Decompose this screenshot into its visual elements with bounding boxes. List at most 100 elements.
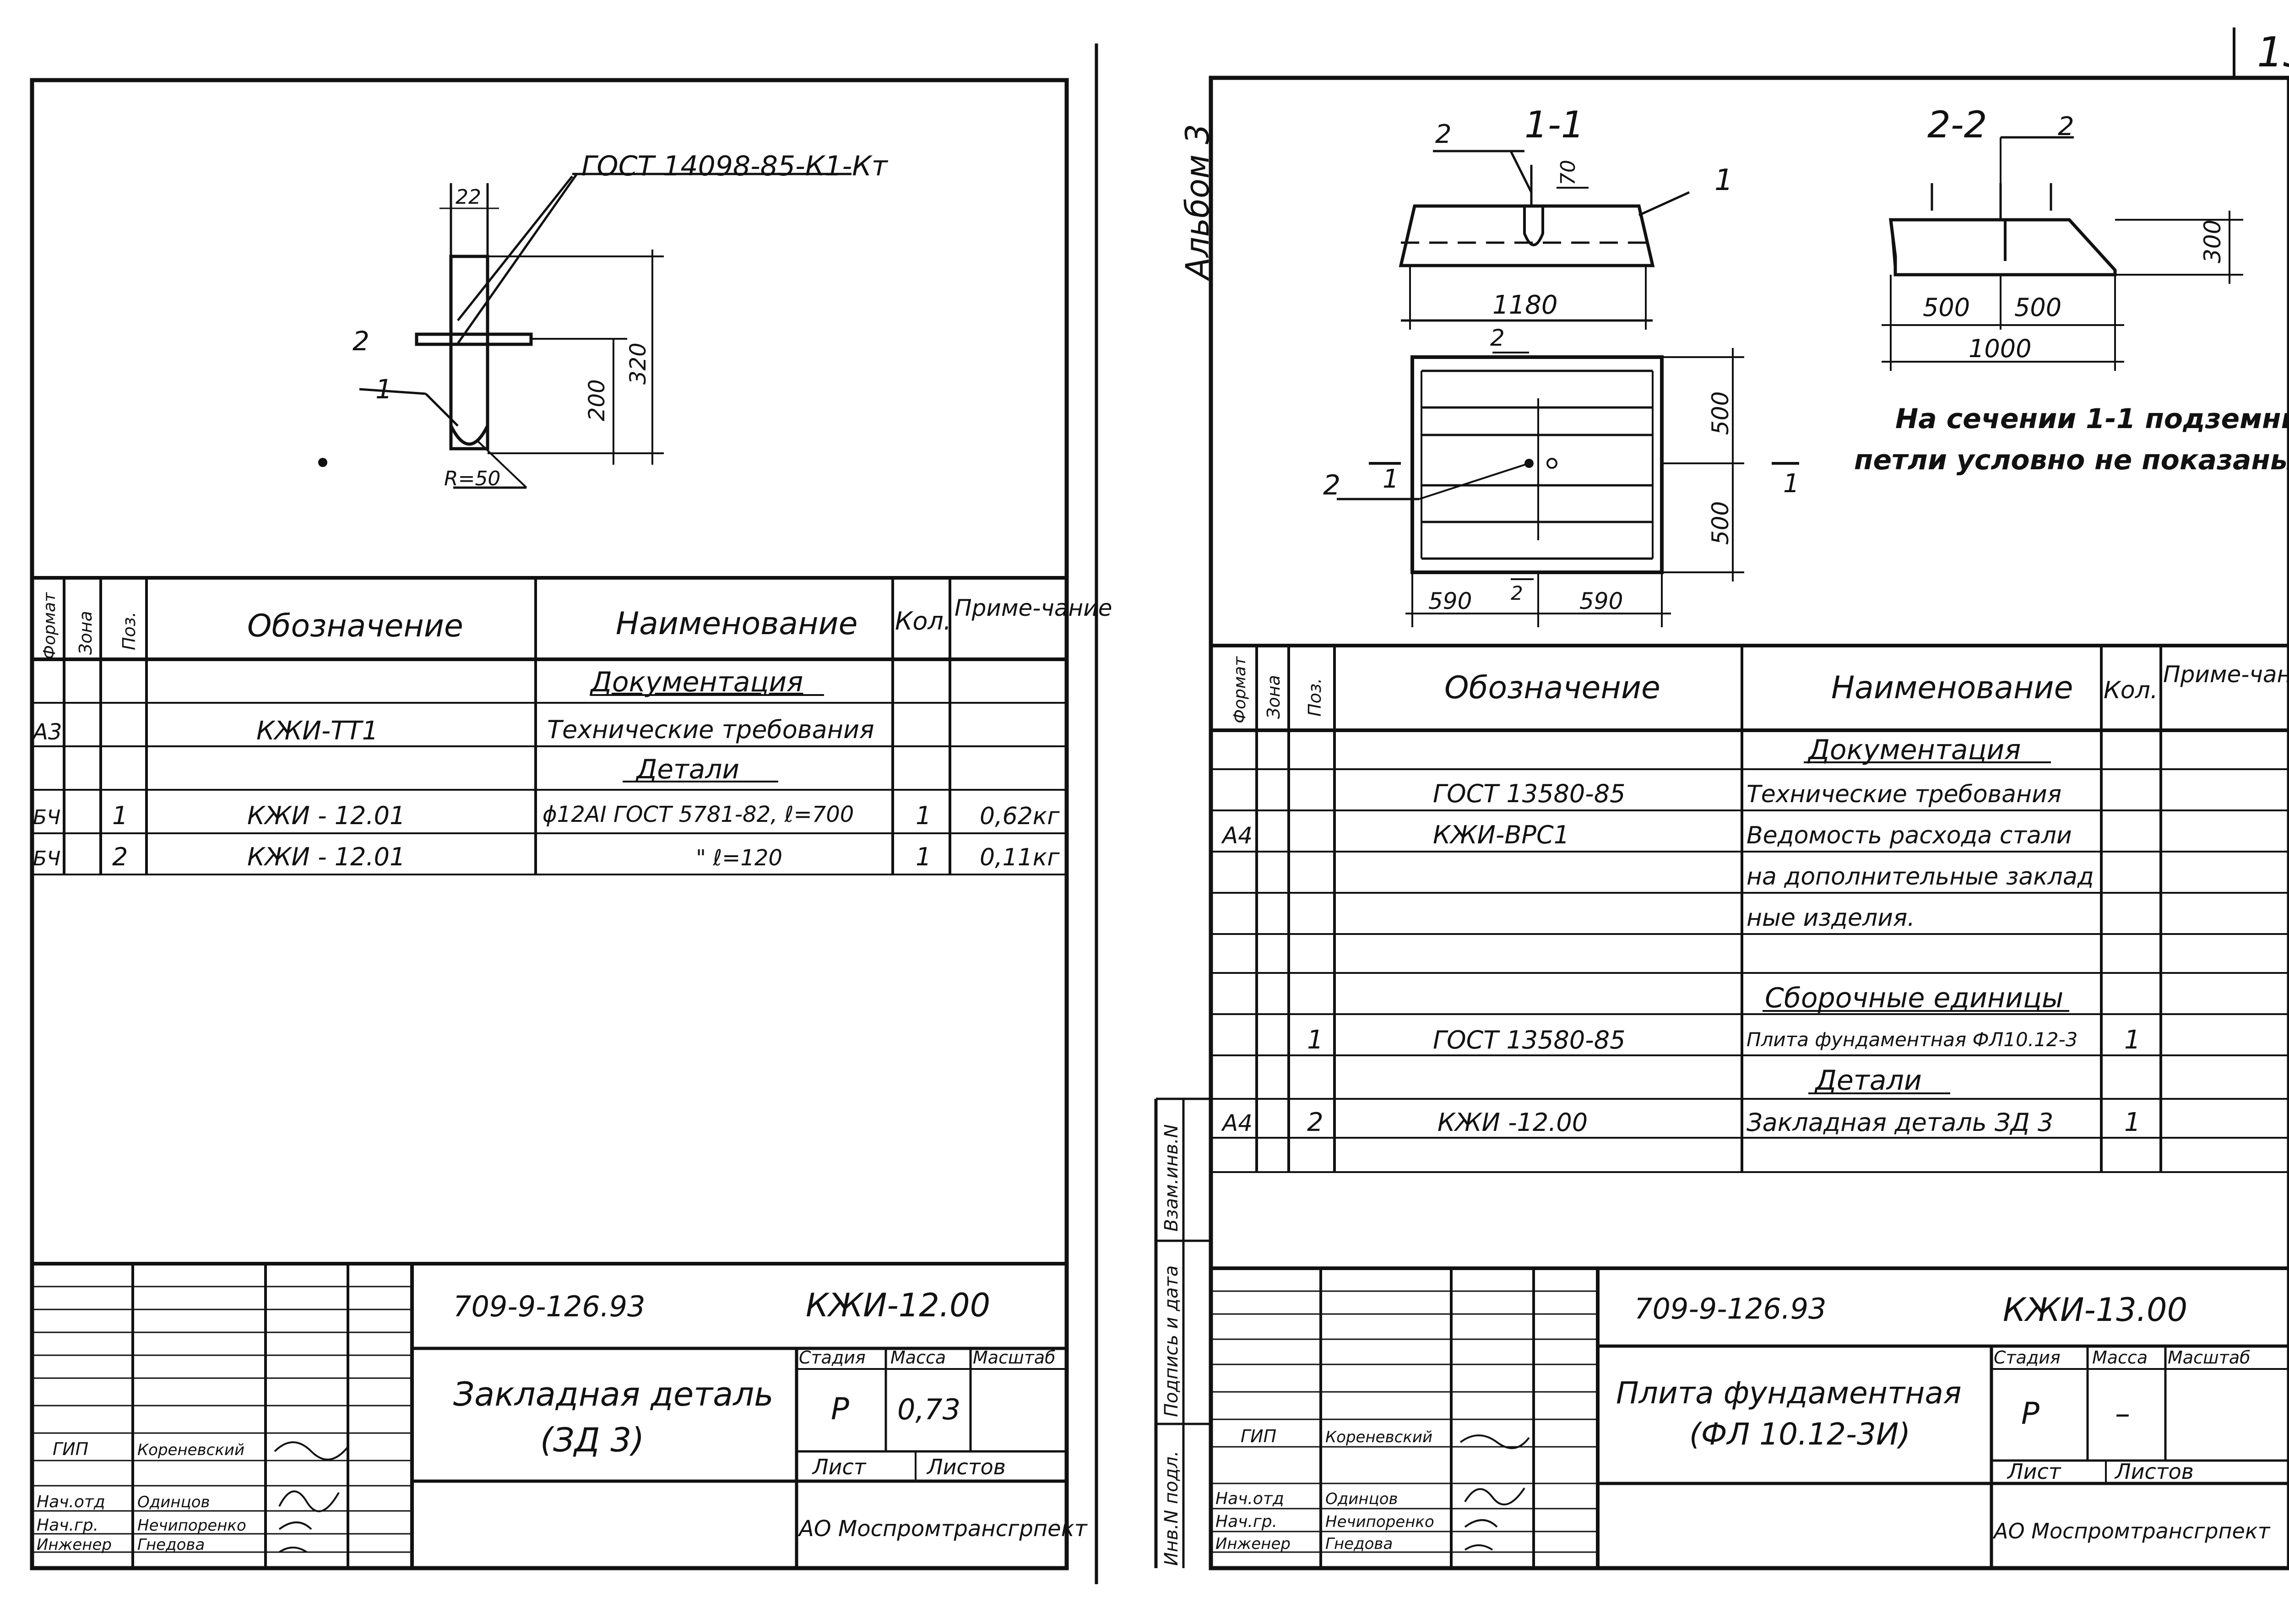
left-staff-3-name: Гнедова [137, 1536, 205, 1554]
left-staff-2-role: Нач.гр. [37, 1516, 98, 1535]
dim-v500-b: 500 [1707, 501, 1734, 545]
left-row-3-pos: 1 [112, 801, 128, 830]
right-org: АО Моспромтрансгрпект [1992, 1519, 2271, 1543]
dim-22: 22 [456, 185, 481, 209]
left-sheet: ГОСТ 14098-85-К1-Кт 22 2 1 200 320 R=50 … [30, 43, 1112, 1584]
left-header-format: Формат [40, 592, 59, 659]
right-row-8-name: Детали [1814, 1065, 1922, 1097]
left-row-4-pos: 2 [112, 842, 128, 871]
embedded-part-drawing [318, 173, 852, 489]
right-project-code: 709-9-126.93 [1634, 1292, 1826, 1325]
note-line1: На сечении 1-1 подземные [1895, 403, 2289, 435]
right-staff-1-role: Нач.отд [1215, 1489, 1284, 1508]
section-mark-left: 1 [1383, 464, 1399, 494]
dim-70: 70 [1557, 160, 1580, 185]
left-row-2-name: Детали [635, 754, 739, 785]
dim-200: 200 [584, 379, 610, 421]
pos-1-label: 1 [375, 374, 392, 405]
right-row-4-name: ные изделия. [1747, 904, 1915, 932]
right-staff-3-role: Инженер [1215, 1535, 1291, 1553]
left-sheet-label: Лист [812, 1455, 867, 1479]
right-header-zone: Зона [1264, 675, 1284, 719]
right-row-7-qty: 1 [2124, 1025, 2141, 1055]
right-row-2-name: Ведомость расхода стали [1747, 822, 2072, 849]
right-scale-label: Масштаб [2168, 1347, 2251, 1368]
left-staff-0-role: ГИП [53, 1439, 88, 1459]
left-header-note: Приме-чание [955, 595, 1112, 621]
left-spec-grid [32, 576, 1067, 875]
left-scale-label: Масштаб [973, 1347, 1056, 1368]
right-staff-2-name: Нечипоренко [1325, 1513, 1434, 1531]
right-header-format: Формат [1231, 656, 1249, 723]
section-1-1-label: 1-1 [1524, 103, 1584, 146]
side-label-signature: Подпись и дата [1161, 1266, 1182, 1417]
left-spec-rows: Документация А3 КЖИ-ТТ1 Технические треб… [32, 666, 1060, 871]
left-header-qty: Кол. [895, 607, 951, 635]
right-staff-3-name: Гнедова [1325, 1535, 1393, 1553]
right-header-designation: Обозначение [1444, 670, 1660, 706]
r-pos-1-label: 1 [1714, 163, 1733, 197]
right-title-line2: (ФЛ 10.12-3И) [1689, 1417, 1910, 1452]
left-mass: 0,73 [897, 1393, 960, 1426]
dim-500-a: 500 [1923, 293, 1970, 322]
right-row-7-pos: 1 [1307, 1025, 1323, 1055]
left-row-0-name: Документация [589, 666, 803, 698]
note-line2: петли условно не показаны. [1854, 444, 2289, 476]
pos-2-label: 2 [353, 326, 369, 357]
right-row-0-name: Документация [1807, 734, 2021, 766]
right-row-7-name: Плита фундаментная ФЛ10.12-3 [1747, 1028, 2077, 1051]
right-row-9-qty: 1 [2124, 1108, 2141, 1137]
right-header-name: Наименование [1831, 670, 2073, 706]
left-staff-1-role: Нач.отд [37, 1493, 105, 1511]
right-row-1-name: Технические требования [1747, 781, 2061, 808]
left-project-code: 709-9-126.93 [453, 1290, 645, 1323]
dim-2-bottom: 2 [1511, 582, 1523, 604]
left-row-3-format: БЧ [33, 806, 60, 829]
section-2-2-label: 2-2 [1927, 103, 1987, 146]
left-staff-2-name: Нечипоренко [137, 1516, 246, 1535]
left-row-4-note: 0,11кг [980, 844, 1060, 871]
left-header-designation: Обозначение [247, 608, 463, 644]
dim-320: 320 [625, 342, 651, 385]
right-title-line1: Плита фундаментная [1616, 1375, 1962, 1411]
left-staff-0-name: Кореневский [137, 1441, 244, 1459]
left-row-3-name: ϕ12АI ГОСТ 5781-82, ℓ=700 [542, 802, 854, 827]
left-row-4-qty: 1 [916, 842, 931, 871]
dim-300: 300 [2199, 220, 2226, 263]
right-mass-label: Масса [2092, 1347, 2148, 1368]
left-row-4-designation: КЖИ - 12.01 [247, 842, 405, 871]
left-row-1-designation: КЖИ-ТТ1 [256, 716, 378, 746]
left-mass-label: Масса [890, 1347, 946, 1368]
right-stage: Р [2021, 1396, 2039, 1431]
right-sheet: 1-1 2 1 70 1180 [1154, 27, 2289, 1570]
right-row-2-designation: КЖИ-ВРС1 [1433, 820, 1569, 849]
left-row-3-note: 0,62кг [980, 803, 1060, 830]
left-row-3-designation: КЖИ - 12.01 [247, 801, 405, 830]
left-header-pos: Поз. [119, 612, 139, 650]
page-number: 13 [2257, 28, 2289, 76]
left-header-zone: Зона [76, 611, 96, 655]
right-staff-0-name: Кореневский [1325, 1428, 1432, 1446]
section-mark-right: 1 [1783, 469, 1800, 499]
left-doc-code: КЖИ-12.00 [806, 1287, 990, 1324]
right-spec-rows: Документация ГОСТ 13580-85 Технические т… [1221, 734, 2141, 1137]
right-signature [1459, 1434, 1530, 1551]
right-stage-label: Стадия [1994, 1347, 2061, 1368]
left-org: АО Моспромтрансгрпект [797, 1516, 1088, 1542]
right-header-note: Приме-чание [2163, 661, 2289, 688]
left-row-1-name: Технические требования [547, 715, 874, 744]
section-2-2-drawing [1882, 136, 2243, 371]
left-title-line1: Закладная деталь [453, 1375, 774, 1413]
right-row-7-designation: ГОСТ 13580-85 [1433, 1026, 1625, 1054]
right-mass: – [2115, 1396, 2130, 1431]
left-title-line2: (ЗД 3) [540, 1421, 644, 1459]
left-title-block-grid [32, 1262, 1067, 1568]
left-stage: Р [831, 1391, 849, 1427]
left-row-4-format: БЧ [33, 847, 60, 870]
right-staff-1-name: Одинцов [1325, 1490, 1398, 1508]
right-header-pos: Поз. [1305, 678, 1325, 717]
right-row-9-designation: КЖИ -12.00 [1437, 1108, 1588, 1137]
right-row-6-name: Сборочные единицы [1765, 982, 2063, 1014]
section-1-1-drawing [1399, 150, 1690, 330]
